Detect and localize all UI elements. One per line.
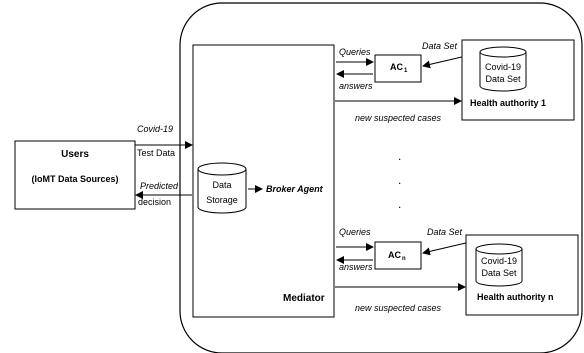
top-answers-label: answers bbox=[339, 81, 373, 91]
ellipsis-dot-2: . bbox=[398, 173, 401, 187]
users-box: Users (IoMT Data Sources) bbox=[14, 140, 136, 210]
bottom-dataset-arrow bbox=[422, 241, 471, 256]
top-dataset-label: Data Set bbox=[422, 41, 458, 51]
top-db-line1: Covid-19 bbox=[485, 62, 521, 72]
bottom-db-cylinder: Covid-19 Data Set bbox=[475, 243, 523, 287]
top-db-cylinder: Covid-19 Data Set bbox=[479, 46, 527, 92]
health-authority-1-label: Health authority 1 bbox=[470, 98, 546, 108]
bottom-answers-label: answers bbox=[339, 262, 373, 272]
data-storage-cylinder: Data Storage bbox=[197, 162, 247, 214]
ellipsis-dot-1: . bbox=[398, 149, 401, 163]
acn-box: ACn bbox=[374, 241, 422, 270]
bottom-dataset-label: Data Set bbox=[427, 227, 463, 237]
bottom-db-line2: Data Set bbox=[481, 268, 517, 278]
health-authority-1-box: Covid-19 Data Set Health authority 1 bbox=[461, 39, 575, 121]
top-db-line2: Data Set bbox=[485, 74, 521, 84]
broker-agent-label: Broker Agent bbox=[266, 184, 324, 194]
health-authority-n-box: Covid-19 Data Set Health authority n bbox=[465, 234, 579, 316]
bottom-new-cases-label: new suspected cases bbox=[355, 303, 442, 313]
decision-label: decision bbox=[138, 197, 171, 207]
ac1-label: AC1 bbox=[390, 62, 408, 74]
top-new-cases-label: new suspected cases bbox=[355, 113, 442, 123]
ellipsis-dot-3: . bbox=[398, 197, 401, 211]
covid-label: Covid-19 bbox=[137, 124, 173, 134]
top-dataset-arrow bbox=[422, 55, 467, 69]
test-data-label: Test Data bbox=[137, 148, 175, 158]
predicted-label: Predicted bbox=[140, 181, 179, 191]
data-storage-line2: Storage bbox=[206, 195, 238, 205]
ac1-box: AC1 bbox=[374, 54, 422, 83]
users-title: Users bbox=[61, 149, 89, 160]
data-storage-line1: Data bbox=[212, 180, 231, 190]
bottom-queries-label: Queries bbox=[339, 227, 371, 237]
users-subtitle: (IoMT Data Sources) bbox=[31, 174, 118, 184]
top-queries-label: Queries bbox=[339, 47, 371, 57]
mediator-label: Mediator bbox=[283, 293, 325, 304]
health-authority-n-label: Health authority n bbox=[477, 292, 554, 302]
acn-label: ACn bbox=[388, 250, 406, 262]
bottom-db-line1: Covid-19 bbox=[481, 256, 517, 266]
system-boundary bbox=[179, 2, 583, 353]
